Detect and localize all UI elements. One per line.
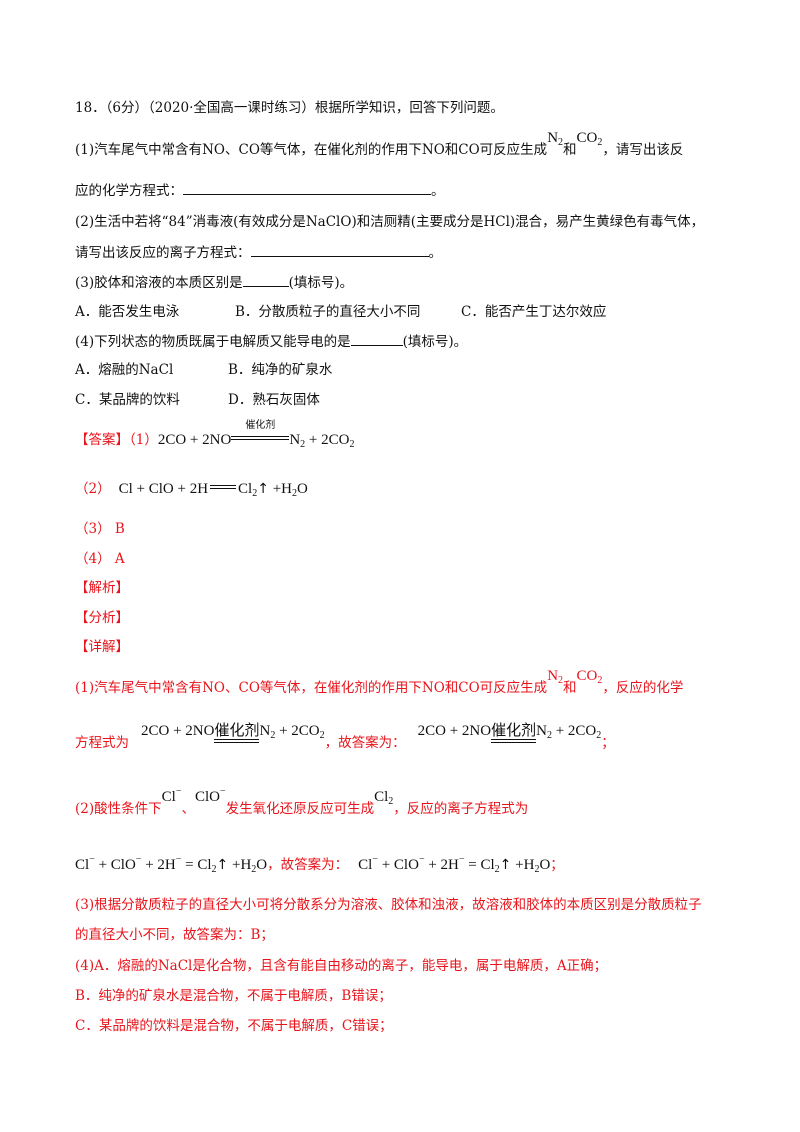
q4-text: (4)下列状态的物质既属于电解质又能导电的是 [75,334,351,350]
d2-semicolon: ； [550,857,564,873]
q4-option-b: B．纯净的矿泉水 [228,362,333,378]
analysis-label: 【解析】 [75,580,129,596]
question-1-line-1: (1)汽车尾气中常含有NO、CO等气体，在催化剂的作用下NO和CO可反应生成N2… [75,130,684,165]
fenxi-label: 【分析】 [75,610,129,626]
question-2-line-2: 请写出该反应的离子方程式： 。 [75,242,442,263]
answer-label: 【答案】 [75,432,129,448]
q4-end: (填标号)。 [402,334,468,350]
d2-cl2: Cl2 [374,789,394,807]
q1-end: 。 [431,183,445,199]
q2-end: 。 [428,245,443,261]
detail-label: 【详解】 [75,639,129,655]
q1-text-a: (1)汽车尾气中常含有NO、CO等气体，在催化剂的作用下NO和CO可反应生成 [75,142,548,158]
d1-sep: ，故答案为： [324,735,406,751]
d2-clo-ion: ClO− [194,786,226,805]
d1-co2: CO2 [576,668,603,686]
d1-text-a: (1)汽车尾气中常含有NO、CO等气体，在催化剂的作用下NO和CO可反应生成 [75,680,548,696]
d1-equation-1: 2CO + 2NO催化剂N2 + 2CO2 [141,723,325,743]
d2-text-c: ，反应的离子方程式为 [393,801,529,817]
q2-answer-blank[interactable] [250,242,429,257]
d1-text-b: ，反应的化学 [602,680,684,696]
q4-option-d: D．熟石灰固体 [228,392,320,408]
d1-n2: N2 [547,668,564,686]
question-2-line-1: (2)生活中若将“84”消毒液(有效成分是NaClO)和洁厕精(主要成分是HCl… [75,214,705,230]
q4-answer-blank[interactable] [350,331,403,346]
q3-option-a: A．能否发生电泳 [75,304,180,320]
question-3-options: A．能否发生电泳 B．分散质粒子的直径大小不同 C．能否产生丁达尔效应 [75,302,606,322]
q1-text-b: ，请写出该反 [602,142,684,158]
question-4-options-row-1: A．熔融的NaCl B．纯净的矿泉水 [75,360,332,380]
q4-option-a: A．熔融的NaCl [75,362,174,378]
d1-equation-2: 2CO + 2NO催化剂N2 + 2CO2 [417,723,602,743]
detail-2-line-2: Cl− + ClO− + 2H− = Cl2↑ +H2O，故答案为：Cl− + … [75,850,564,880]
question-1-line-2: 应的化学方程式： 。 [75,180,445,201]
answer-2-number: （2） [75,481,111,497]
q1-co2: CO2 [576,130,603,148]
answer-1-number: （1） [129,432,158,448]
d2-sep2: ，故答案为： [267,857,349,873]
d2-cl-ion: Cl− [161,786,182,805]
detail-3-line-2: 的直径大小不同，故答案为：B； [75,927,274,943]
detail-4-line-3: C．某品牌的饮料是混合物，不属于电解质，C错误； [75,1018,393,1034]
q3-option-c: C．能否产生丁达尔效应 [461,304,607,320]
answer-4: （4） A [75,551,125,567]
d2-text-b: 发生氧化还原反应可生成 [225,801,375,817]
q3-end: (填标号)。 [288,275,354,291]
detail-1-line-1: (1)汽车尾气中常含有NO、CO等气体，在催化剂的作用下NO和CO可反应生成N2… [75,668,684,703]
d1-semicolon: ； [601,735,615,751]
q3-answer-blank[interactable] [242,272,289,287]
question-4: (4)下列状态的物质既属于电解质又能导电的是 (填标号)。 [75,331,467,352]
answer-3: （3） B [75,521,125,537]
question-3: (3)胶体和溶液的本质区别是 (填标号)。 [75,272,353,293]
detail-3-line-1: (3)根据分散质粒子的直径大小可将分散系分为溶液、胶体和浊液，故溶液和胶体的本质… [75,897,702,913]
q1-answer-blank[interactable] [183,180,431,195]
q3-option-b: B．分散质粒子的直径大小不同 [235,304,421,320]
d1-text-c: 方程式为 [75,735,129,751]
detail-1-line-2: 方程式为2CO + 2NO催化剂N2 + 2CO2，故答案为：2CO + 2NO… [75,723,615,758]
q3-text: (3)胶体和溶液的本质区别是 [75,275,243,291]
d1-and: 和 [563,680,577,696]
d2-sep: 、 [181,801,195,817]
detail-4-line-1: (4)A．熔融的NaCl是化合物，且含有能自由移动的离子，能导电，属于电解质，A… [75,958,608,974]
d2-text-a: (2)酸性条件下 [75,801,162,817]
q1-text-c: 应的化学方程式： [75,183,183,199]
q2-text-b: 请写出该反应的离子方程式： [75,245,251,261]
detail-4-line-2: B．纯净的矿泉水是混合物，不属于电解质，B错误； [75,988,392,1004]
q1-n2: N2 [547,130,564,148]
detail-2-line-1: (2)酸性条件下Cl−、ClO−发生氧化还原反应可生成Cl2，反应的离子方程式为 [75,786,529,824]
q1-and: 和 [563,142,577,158]
q4-option-c: C．某品牌的饮料 [75,392,180,408]
d2-equation-2: Cl− + ClO− + 2H− = Cl2↑ +H2O [358,854,551,875]
question-4-options-row-2: C．某品牌的饮料 D．熟石灰固体 [75,390,320,410]
d2-equation-1: Cl− + ClO− + 2H− = Cl2↑ +H2O [75,854,268,875]
question-header: 18．（6分）（2020·全国高一课时练习）根据所学知识，回答下列问题。 [75,100,504,116]
